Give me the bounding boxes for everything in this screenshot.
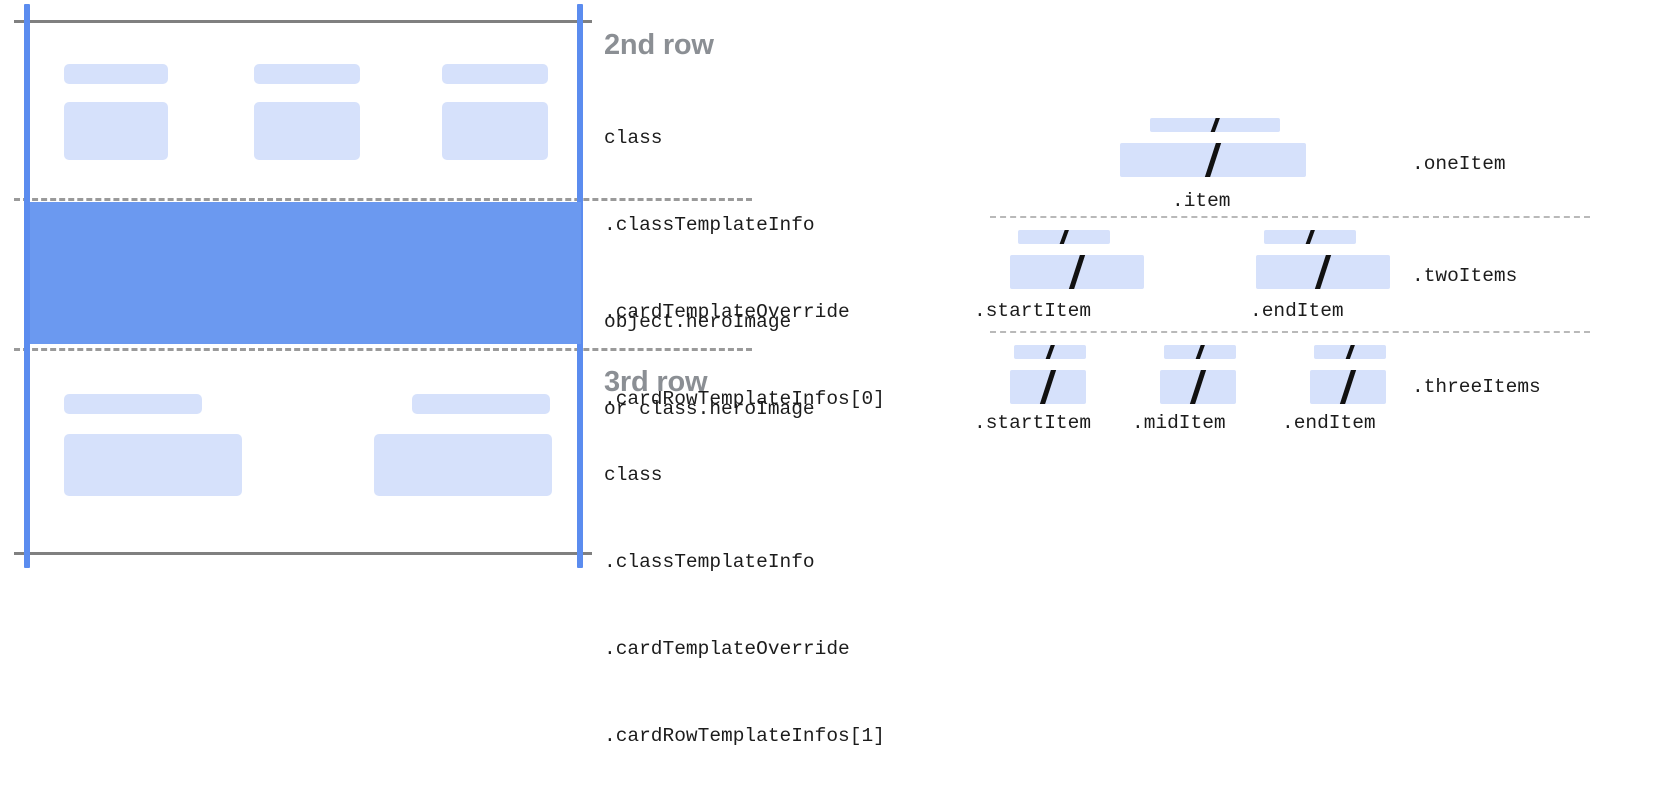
row2-col2-label-placeholder	[254, 64, 360, 84]
row-separator-upper	[14, 198, 752, 201]
three-items-end-thin-bar	[1314, 345, 1386, 359]
row-3-code: class .classTemplateInfo .cardTemplateOv…	[604, 403, 885, 809]
card-row-3	[30, 350, 580, 552]
three-items-mid-caption: .midItem	[1132, 412, 1226, 434]
group-label-three-items: .threeItems	[1412, 376, 1541, 398]
hero-image-band	[30, 202, 581, 344]
hero-image-code-line-1: object.heroImage	[604, 311, 792, 333]
row-2-code-line-3: .cardTemplateOverride	[604, 301, 850, 324]
slash-icon	[1339, 370, 1357, 404]
slash-icon	[1068, 255, 1086, 289]
row3-col2-value-placeholder	[374, 434, 552, 496]
row-2-code: class .classTemplateInfo .cardTemplateOv…	[604, 66, 885, 472]
three-items-start-thick-bar	[1010, 370, 1086, 404]
group-label-two-items: .twoItems	[1412, 265, 1518, 287]
row-3-code-line-2: .classTemplateInfo	[604, 551, 815, 574]
item-group-separator-1	[990, 216, 1590, 218]
three-items-end-thick-bar	[1310, 370, 1386, 404]
card-guide-left	[24, 4, 30, 568]
slash-icon	[1039, 370, 1057, 404]
two-items-end-thick-bar	[1256, 255, 1390, 289]
row3-col2-label-placeholder	[412, 394, 550, 414]
annotation-row-2: 2nd row class .classTemplateInfo .cardTe…	[604, 30, 885, 472]
two-items-end-thin-bar	[1264, 230, 1356, 244]
row-3-code-line-3: .cardTemplateOverride	[604, 638, 850, 661]
annotation-row-3: 3rd row class .classTemplateInfo .cardTe…	[604, 367, 885, 809]
card-top-rule	[14, 20, 592, 23]
row3-col1-label-placeholder	[64, 394, 202, 414]
card-row-2	[30, 22, 580, 198]
hero-image-code-line-2: or class.heroImage	[604, 398, 815, 420]
slash-icon	[1204, 143, 1222, 177]
row-separator-lower	[14, 348, 752, 351]
row2-col3-label-placeholder	[442, 64, 548, 84]
three-items-start-caption: .startItem	[974, 412, 1092, 434]
row-2-code-line-4: .cardRowTemplateInfos[0]	[604, 388, 885, 411]
row-2-heading: 2nd row	[604, 29, 714, 61]
two-items-end-caption: .endItem	[1250, 300, 1344, 322]
row-3-code-line-4: .cardRowTemplateInfos[1]	[604, 725, 885, 748]
row2-col2-value-placeholder	[254, 102, 360, 160]
two-items-start-thick-bar	[1010, 255, 1144, 289]
slash-icon	[1194, 345, 1206, 359]
slash-icon	[1058, 230, 1070, 244]
hero-image-code: object.heroImage or class.heroImage	[604, 250, 815, 482]
one-item-thin-bar	[1150, 118, 1280, 132]
row3-col1-value-placeholder	[64, 434, 242, 496]
group-label-one-item: .oneItem	[1412, 153, 1506, 175]
slash-icon	[1344, 345, 1356, 359]
slash-icon	[1314, 255, 1332, 289]
annotation-hero-image: object.heroImage or class.heroImage	[604, 250, 815, 482]
diagram-canvas: 2nd row class .classTemplateInfo .cardTe…	[0, 0, 1676, 747]
row-2-code-line-1: class	[604, 127, 663, 150]
three-items-start-thin-bar	[1014, 345, 1086, 359]
two-items-start-thin-bar	[1018, 230, 1110, 244]
three-items-end-caption: .endItem	[1282, 412, 1376, 434]
slash-icon	[1189, 370, 1207, 404]
row2-col1-value-placeholder	[64, 102, 168, 160]
three-items-mid-thin-bar	[1164, 345, 1236, 359]
row-3-heading: 3rd row	[604, 366, 708, 398]
slash-icon	[1209, 118, 1221, 132]
card-bottom-rule	[14, 552, 592, 555]
three-items-mid-thick-bar	[1160, 370, 1236, 404]
slash-icon	[1304, 230, 1316, 244]
row2-col3-value-placeholder	[442, 102, 548, 160]
slash-icon	[1044, 345, 1056, 359]
one-item-thick-bar	[1120, 143, 1306, 177]
item-layout-diagram: .item .oneItem .startItem .endItem .twoI…	[960, 0, 1676, 584]
row2-col1-label-placeholder	[64, 64, 168, 84]
row-2-code-line-2: .classTemplateInfo	[604, 214, 815, 237]
two-items-start-caption: .startItem	[974, 300, 1092, 322]
one-item-caption: .item	[1172, 190, 1231, 212]
item-group-separator-2	[990, 331, 1590, 333]
row-3-code-line-1: class	[604, 464, 663, 487]
card-layout-diagram	[0, 0, 752, 584]
